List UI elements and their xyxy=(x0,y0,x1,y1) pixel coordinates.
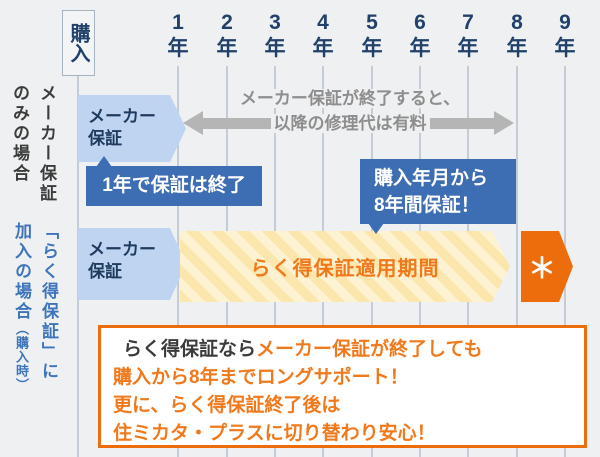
purchase-label: 購入 xyxy=(67,23,89,63)
paid-repair-note-line1: メーカー保証が終了すると、 xyxy=(236,89,464,108)
year-number: 3 xyxy=(269,11,281,34)
maker-warranty-text-line2: 保証 xyxy=(88,129,122,148)
rakutoku-coverage-label: らく得保証適用期間 xyxy=(250,258,440,280)
year-unit: 年 xyxy=(554,37,576,60)
year-unit: 年 xyxy=(312,37,334,60)
year-number: 5 xyxy=(366,11,378,34)
arrow-right-head-icon xyxy=(494,111,514,135)
year-unit: 年 xyxy=(506,37,528,60)
eight-year-callout-line1: 購入年月から xyxy=(374,168,489,189)
section-label-maker-only-col1: メーカー保証 xyxy=(37,84,56,204)
maker-warranty-arrow-2: メーカー 保証 xyxy=(78,228,186,300)
year-unit: 年 xyxy=(457,37,479,60)
section-label-maker-only: メーカー保証 のみの場合 xyxy=(6,84,60,254)
section-label-rakutoku-col2-main: 加入の場合 xyxy=(12,222,31,322)
section-label-rakutoku-col1: 「らく得保証」に xyxy=(39,222,58,382)
year-unit: 年 xyxy=(167,37,189,60)
year-number: 6 xyxy=(414,11,426,34)
footer-note-line3: 更に、らく得保証終了後は xyxy=(113,395,341,416)
footer-note-line1-orange: メーカー保証が終了しても xyxy=(256,339,483,360)
year-unit: 年 xyxy=(409,37,431,60)
section-label-maker-only-col2: のみの場合 xyxy=(10,84,29,184)
maker-warranty-arrow-1: メーカー 保証 xyxy=(78,95,186,162)
arrow-left-head-icon xyxy=(183,111,203,135)
timeline-gridline-year8 xyxy=(516,66,518,457)
footer-note-line4: 住ミカタ・プラスに切り替わり安心！ xyxy=(113,423,436,444)
paid-repair-note-line2: 以降の修理代は有料 xyxy=(270,114,430,133)
footer-note-line1: らく得保証ならメーカー保証が終了しても xyxy=(113,336,572,364)
eight-year-callout-line2: 8年間保証！ xyxy=(374,195,480,216)
section-label-rakutoku: 「らく得保証」に 加入の場合（購入時） xyxy=(8,222,62,442)
section-label-rakutoku-note: （購入時） xyxy=(14,322,29,392)
year-number: 9 xyxy=(559,11,571,34)
year-unit: 年 xyxy=(216,37,238,60)
year-number: 4 xyxy=(317,11,329,34)
callout-tail-up-icon xyxy=(96,156,112,167)
warranty-ends-callout: 1年で保証は終了 xyxy=(86,156,262,206)
maker-warranty-text-line2: 保証 xyxy=(88,262,122,281)
callout-tail-down-icon xyxy=(368,223,384,234)
year-unit: 年 xyxy=(264,37,286,60)
year-number: 7 xyxy=(462,11,474,34)
rakutoku-coverage-band: らく得保証適用期間 xyxy=(180,231,510,302)
year-unit: 年 xyxy=(361,37,383,60)
asterisk-icon: ＊ xyxy=(527,252,556,284)
footer-note-line1-dark: らく得保証なら xyxy=(123,339,257,360)
footer-note-box: らく得保証ならメーカー保証が終了しても 購入から8年までロングサポート！ 更に、… xyxy=(98,325,587,448)
maker-warranty-text-line1: メーカー xyxy=(88,240,156,259)
year-number: 1 xyxy=(172,11,184,34)
paid-repair-note: メーカー保証が終了すると、 以降の修理代は有料 xyxy=(185,86,515,136)
purchase-marker: 購入 xyxy=(62,10,95,76)
year-number: 8 xyxy=(511,11,523,34)
footer-note-line2: 購入から8年までロングサポート！ xyxy=(113,367,409,388)
maker-warranty-text-line1: メーカー xyxy=(88,107,156,126)
year-number: 2 xyxy=(221,11,233,34)
eight-year-warranty-callout: 購入年月から 8年間保証！ xyxy=(360,159,516,234)
section-label-rakutoku-col2: 加入の場合（購入時） xyxy=(8,222,35,442)
warranty-ends-callout-text: 1年で保証は終了 xyxy=(102,175,246,196)
